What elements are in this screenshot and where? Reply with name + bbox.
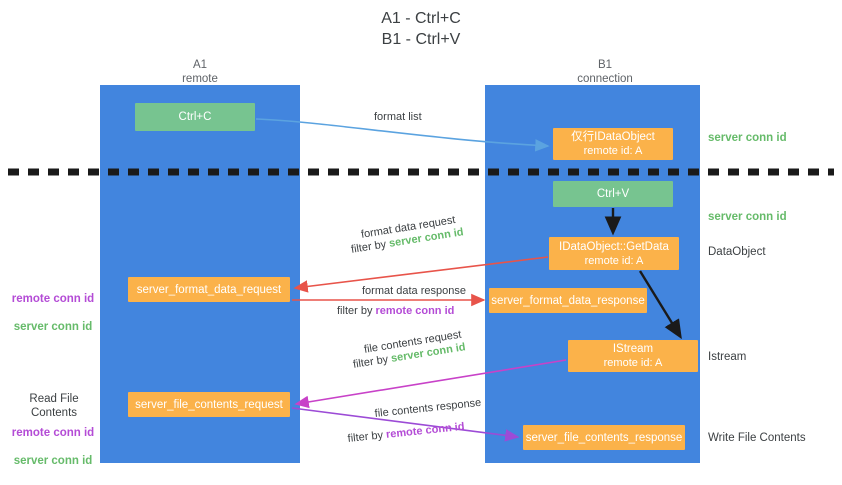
annotation-conn-ids-upper: remote conn id server conn id xyxy=(10,278,96,348)
node-istream-sub: remote id: A xyxy=(603,357,663,369)
node-server-format-data-request[interactable]: server_format_data_request xyxy=(128,277,290,302)
annotation-conn-ids-lower: remote conn id server conn id xyxy=(10,412,96,482)
node-server-format-data-response-label: server_format_data_response xyxy=(491,294,645,307)
filter-prefix: filter by xyxy=(337,305,376,317)
annotation-remote-conn-id: remote conn id xyxy=(11,427,95,439)
page-title: A1 - Ctrl+C B1 - Ctrl+V xyxy=(381,10,461,48)
node-ctrl-c-label: Ctrl+C xyxy=(178,111,212,123)
annotation-server-conn-id-mid: server conn id xyxy=(708,211,787,223)
node-server-file-contents-response[interactable]: server_file_contents_response xyxy=(523,425,685,450)
arrow-file-contents-request xyxy=(294,359,567,409)
edge-filter-format-data-response: filter by remote conn id xyxy=(337,304,454,319)
filter-prefix: filter by xyxy=(347,428,387,445)
edge-label-format-data-response: format data response xyxy=(362,285,466,297)
annotation-istream: Istream xyxy=(708,351,747,363)
filter-key-remote-conn-id: remote conn id xyxy=(375,305,455,317)
annotation-server-conn-id: server conn id xyxy=(13,321,93,333)
node-server-file-contents-response-label: server_file_contents_response xyxy=(525,431,683,444)
node-idataobject-sub: remote id: A xyxy=(583,145,643,157)
node-server-file-contents-request-label: server_file_contents_request xyxy=(135,398,283,411)
node-ctrl-v[interactable]: Ctrl+V xyxy=(553,181,673,207)
node-ctrl-v-label: Ctrl+V xyxy=(596,188,630,200)
node-getdata-title: IDataObject::GetData xyxy=(559,240,669,253)
node-server-file-contents-request[interactable]: server_file_contents_request xyxy=(128,392,290,417)
annotation-dataobject: DataObject xyxy=(708,246,766,258)
edge-label-format-list: format list xyxy=(374,111,422,123)
node-ctrl-c[interactable]: Ctrl+C xyxy=(135,103,255,131)
annotation-server-conn-id-top: server conn id xyxy=(708,132,787,144)
annotation-remote-conn-id: remote conn id xyxy=(11,293,95,305)
node-idataobject-getdata[interactable]: IDataObject::GetData remote id: A xyxy=(549,237,679,270)
column-header-a1: A1 remote xyxy=(182,59,218,85)
node-idataobject-title: 仅行IDataObject xyxy=(571,131,655,143)
node-server-format-data-request-label: server_format_data_request xyxy=(136,283,282,296)
node-server-format-data-response[interactable]: server_format_data_response xyxy=(489,288,647,313)
node-idataobject[interactable]: 仅行IDataObject remote id: A xyxy=(553,128,673,160)
arrow-getdata-istream xyxy=(638,270,682,340)
arrow-format-list xyxy=(255,118,550,152)
node-istream[interactable]: IStream remote id: A xyxy=(568,340,698,372)
arrow-file-contents-response xyxy=(291,407,520,442)
arrow-format-data-request xyxy=(293,256,549,293)
column-header-b1: B1 connection xyxy=(577,59,633,85)
annotation-server-conn-id: server conn id xyxy=(13,455,93,467)
node-getdata-sub: remote id: A xyxy=(584,254,644,267)
node-istream-title: IStream xyxy=(612,343,654,355)
annotation-write-file-contents: Write File Contents xyxy=(708,432,806,444)
annotation-read-file-contents: Read File Contents xyxy=(29,393,79,419)
